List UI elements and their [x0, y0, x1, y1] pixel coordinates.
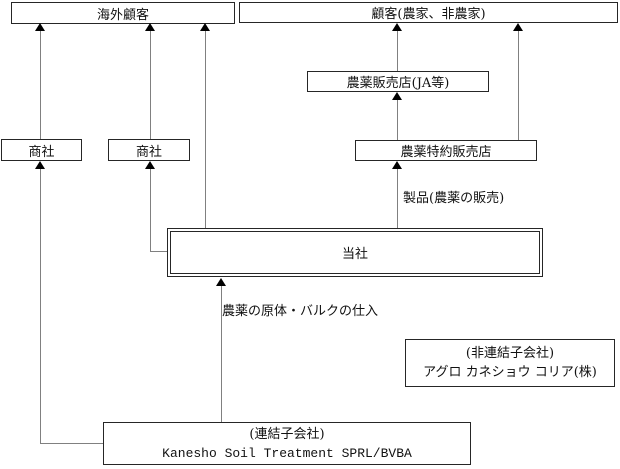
arrowhead-trader-left-to-overseas — [35, 23, 45, 31]
kanesho-soil-treatment-line2: Kanesho Soil Treatment SPRL/BVBA — [162, 445, 412, 461]
arrowhead-company-to-overseas — [200, 23, 210, 31]
box-overseas-customers: 海外顧客 — [11, 2, 235, 24]
connector-trader-left-to-overseas — [40, 31, 41, 139]
connector-kanesho-to-trader-left-horizontal — [40, 443, 103, 444]
label-product-sales: 製品(農薬の販売) — [403, 191, 505, 206]
arrowhead-kanesho-to-trader-left — [35, 161, 45, 169]
connector-company-to-trader-right-horizontal — [150, 251, 167, 252]
box-our-company-inner: 当社 — [170, 231, 540, 274]
arrowhead-company-to-distributors — [392, 161, 402, 169]
arrowhead-retailers-to-customers — [392, 23, 402, 31]
arrowhead-kanesho-to-company — [216, 278, 226, 286]
arrowhead-distributors-to-customers — [513, 23, 523, 31]
arrowhead-company-to-trader-right — [145, 161, 155, 169]
agro-kanesho-korea-line1: (非連結子会社) — [465, 346, 555, 361]
box-pesticide-retailers: 農薬販売店(JA等) — [307, 71, 489, 92]
kanesho-soil-treatment-line1: (連結子会社) — [249, 426, 325, 442]
connector-company-to-overseas — [205, 31, 206, 228]
connector-distributors-to-customers — [518, 31, 519, 140]
connector-company-to-distributors — [397, 169, 398, 228]
box-trader-left: 商社 — [1, 139, 82, 161]
box-trader-right: 商社 — [108, 139, 190, 161]
box-agro-kanesho-korea: (非連結子会社) アグロ カネショウ コリア(株) — [405, 339, 615, 387]
label-raw-material-purchase: 農薬の原体・バルクの仕入 — [222, 304, 379, 319]
arrowhead-trader-right-to-overseas — [145, 23, 155, 31]
connector-distributors-to-retailers — [397, 100, 398, 140]
connector-trader-right-to-overseas — [150, 31, 151, 139]
connector-kanesho-to-trader-left-vertical — [40, 169, 41, 444]
connector-company-to-trader-right-vertical — [150, 169, 151, 252]
connector-kanesho-to-company — [221, 286, 222, 422]
connector-retailers-to-customers — [397, 31, 398, 71]
agro-kanesho-korea-line2: アグロ カネショウ コリア(株) — [423, 365, 597, 380]
arrowhead-distributors-to-retailers — [392, 92, 402, 100]
box-pesticide-distributors: 農薬特約販売店 — [355, 140, 537, 161]
box-kanesho-soil-treatment: (連結子会社) Kanesho Soil Treatment SPRL/BVBA — [103, 422, 471, 465]
box-our-company: 当社 — [167, 228, 543, 277]
box-customers: 顧客(農家、非農家) — [239, 2, 618, 23]
